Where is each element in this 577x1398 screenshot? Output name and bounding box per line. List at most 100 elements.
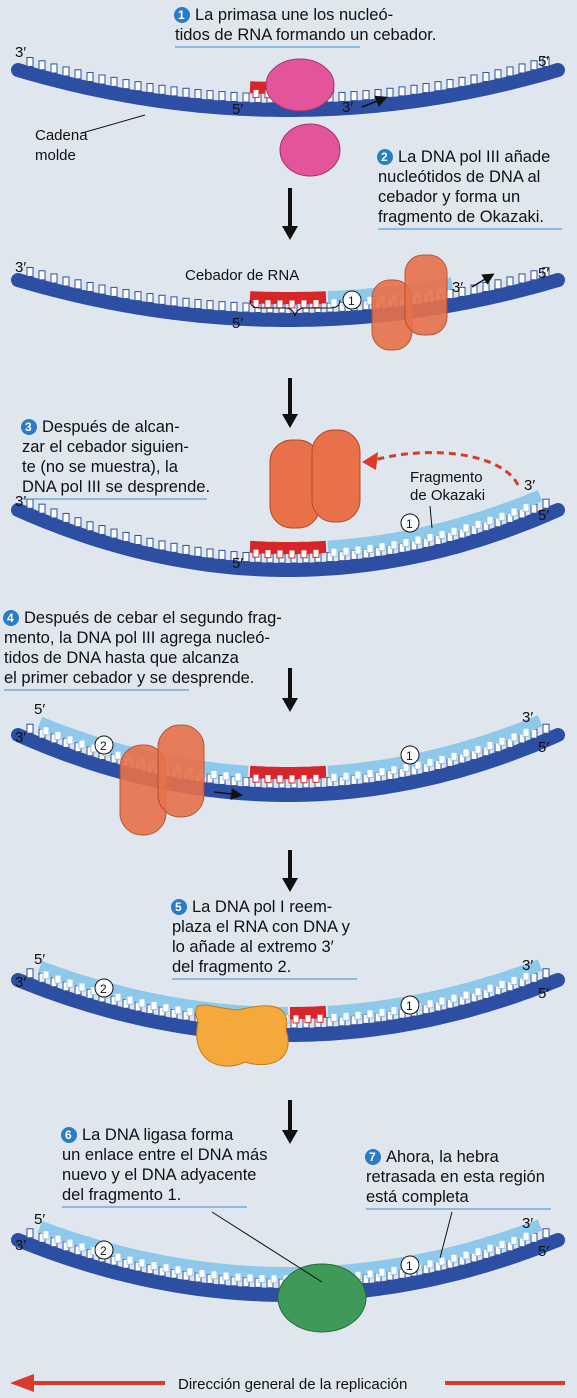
step-caption-line: La DNA ligasa forma: [82, 1126, 234, 1144]
base-tooth: [162, 1003, 170, 1013]
base-tooth: [426, 532, 434, 542]
step-number-badge: [21, 419, 37, 435]
base-tooth: [542, 968, 550, 979]
base-tooth: [522, 502, 530, 512]
base-tooth: [390, 1006, 398, 1016]
base-tooth: [134, 291, 142, 302]
step1-primer-3prime: 3′: [342, 99, 353, 116]
step5-template-3prime: 3′: [15, 974, 26, 991]
base-tooth: [506, 66, 514, 77]
step6-new-5prime: 5′: [34, 1211, 45, 1228]
base-tooth: [494, 279, 502, 290]
okazaki-label-line2: de Okazaki: [410, 487, 485, 504]
base-tooth: [114, 1252, 122, 1262]
base-tooth: [542, 56, 550, 67]
base-tooth: [366, 1009, 374, 1019]
dna-pol-I-enzyme: [195, 1004, 289, 1067]
base-tooth: [234, 1272, 242, 1282]
step-number-badge: [365, 1149, 381, 1165]
base-tooth: [482, 281, 490, 292]
step3-fragment-3prime: 3′: [524, 477, 535, 494]
base-tooth: [458, 286, 466, 297]
base-tooth: [150, 1000, 158, 1010]
base-tooth: [450, 1253, 458, 1263]
base-tooth: [342, 546, 350, 556]
step5-new-5prime: 5′: [34, 951, 45, 968]
base-tooth: [86, 521, 94, 532]
step-number: 7: [369, 1150, 376, 1164]
base-tooth: [474, 987, 482, 997]
base-tooth: [246, 1273, 254, 1283]
base-tooth: [50, 63, 58, 74]
base-tooth: [438, 996, 446, 1006]
template-strand: [11, 728, 565, 802]
base-tooth: [242, 552, 250, 563]
base-tooth: [138, 998, 146, 1008]
base-tooth: [158, 540, 166, 551]
base-tooth: [530, 728, 538, 739]
step4-new-3prime: 3′: [522, 709, 533, 726]
base-tooth: [366, 1269, 374, 1279]
dna-pol-III-step2: [371, 254, 448, 351]
base-tooth: [66, 978, 74, 988]
base-tooth: [126, 995, 134, 1005]
rna-primer-remaining: [290, 1005, 327, 1019]
base-tooth: [170, 86, 178, 97]
step1-template-3prime: 3′: [15, 44, 26, 61]
step2-template-5prime: 5′: [538, 265, 549, 282]
base-tooth: [462, 990, 470, 1000]
base-tooth: [426, 757, 434, 767]
base-tooth: [342, 771, 350, 781]
step-caption-line: del fragmento 1.: [62, 1186, 181, 1204]
base-tooth: [66, 1238, 74, 1248]
base-tooth: [198, 1268, 206, 1278]
base-tooth: [542, 723, 550, 734]
base-tooth: [338, 91, 346, 102]
base-tooth: [62, 66, 70, 77]
step4-fragment1-number: 1: [406, 749, 413, 763]
step5-fragment2-number: 2: [100, 982, 107, 996]
step4-fragment2-number: 2: [100, 739, 107, 753]
okazaki-fragment-1: [327, 959, 543, 1018]
base-tooth: [258, 1273, 266, 1283]
base-tooth: [158, 294, 166, 305]
base-tooth: [330, 547, 338, 557]
base-tooth: [252, 548, 260, 558]
base-tooth: [522, 727, 530, 737]
replication-direction-label: Dirección general de la replicación: [178, 1376, 407, 1393]
base-tooth: [110, 76, 118, 87]
primer-label: Cebador de RNA: [185, 267, 299, 284]
base-tooth: [426, 999, 434, 1009]
base-tooth: [242, 92, 250, 103]
base-tooth: [510, 507, 518, 517]
base-tooth: [300, 774, 308, 784]
base-tooth: [474, 1247, 482, 1257]
step-number: 5: [175, 900, 182, 914]
step4-new-5prime: 5′: [34, 701, 45, 718]
base-tooth: [26, 723, 34, 734]
base-tooth: [146, 293, 154, 304]
base-tooth: [252, 298, 260, 308]
base-tooth: [98, 74, 106, 85]
step2-template-3prime: 3′: [15, 259, 26, 276]
step-caption-line: plaza el RNA con DNA y: [172, 918, 351, 936]
base-tooth: [138, 1258, 146, 1268]
base-tooth: [110, 286, 118, 297]
base-tooth: [252, 88, 260, 98]
step-number-badge: [171, 899, 187, 915]
base-tooth: [300, 299, 308, 309]
base-tooth: [330, 298, 338, 308]
base-tooth: [270, 1274, 278, 1284]
base-tooth: [498, 736, 506, 746]
step2-primer-5prime: 5′: [232, 315, 243, 332]
base-tooth: [288, 299, 296, 309]
base-tooth: [122, 79, 130, 90]
step6-fragment1-number: 1: [406, 1259, 413, 1273]
base-tooth: [62, 512, 70, 523]
base-tooth: [276, 299, 284, 309]
step-caption-line: del fragmento 2.: [172, 958, 291, 976]
base-tooth: [414, 535, 422, 545]
step-caption-line: La primasa une los nucleó-: [195, 6, 393, 24]
step-caption-line: Ahora, la hebra: [386, 1148, 500, 1166]
